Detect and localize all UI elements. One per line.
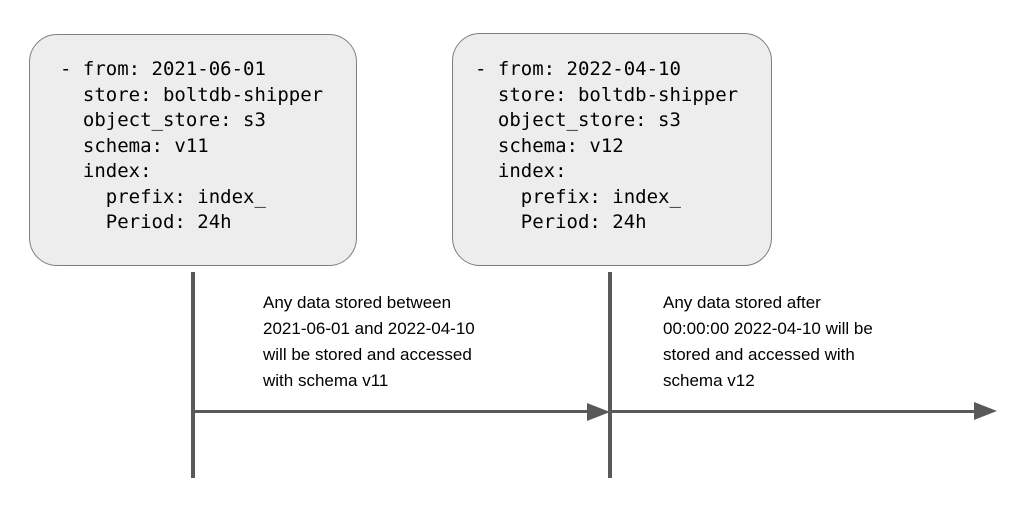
arrowhead-v12-segment-icon [974,402,997,420]
annotation-v11-period: Any data stored between 2021-06-01 and 2… [263,293,475,390]
config-code-schema-v12: - from: 2022-04-10 store: boltdb-shipper… [475,58,739,233]
timeline-tick-2021-06-01 [191,272,195,478]
timeline-tick-2022-04-10 [608,272,612,478]
config-box-schema-v12: - from: 2022-04-10 store: boltdb-shipper… [452,33,772,266]
config-box-schema-v11: - from: 2021-06-01 store: boltdb-shipper… [29,34,357,266]
timeline-segment-v11 [193,410,587,413]
config-code-schema-v11: - from: 2021-06-01 store: boltdb-shipper… [60,58,324,233]
annotation-v12-period: Any data stored after 00:00:00 2022-04-1… [663,293,873,390]
timeline-segment-v12 [612,410,974,413]
arrowhead-v11-segment-icon [587,403,610,421]
